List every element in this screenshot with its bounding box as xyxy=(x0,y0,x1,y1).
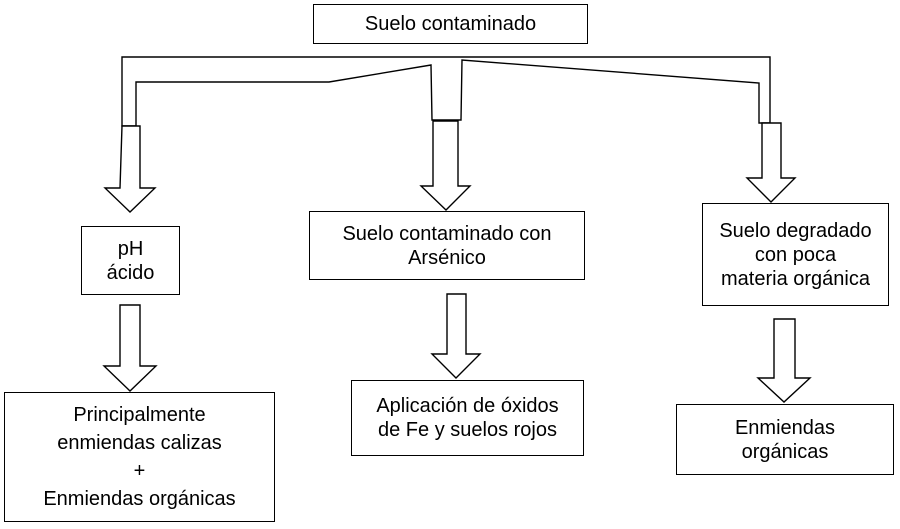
result-calizas-line3: + xyxy=(133,460,146,482)
condition-degradado-line1: Suelo degradado xyxy=(719,219,872,242)
result-oxidos-line2: de Fe y suelos rojos xyxy=(378,419,557,441)
arrow-to-enmiendas-calizas xyxy=(102,304,158,392)
condition-node-arsenico: Suelo contaminado con Arsénico xyxy=(309,211,585,280)
result-oxidos-line1: Aplicación de óxidos xyxy=(376,395,559,417)
result-node-enmiendas-calizas: Principalmente enmiendas calizas + Enmie… xyxy=(4,392,275,522)
condition-node-degradado: Suelo degradado con poca materia orgánic… xyxy=(702,203,889,306)
arrow-to-enmiendas-organicas xyxy=(756,318,812,403)
result-calizas-line4: Enmiendas orgánicas xyxy=(43,488,236,510)
arrow-to-degradado xyxy=(745,122,797,203)
condition-ph-line2: ácido xyxy=(106,261,155,284)
arrow-to-arsenico xyxy=(419,120,472,211)
branch-connector xyxy=(121,56,771,127)
result-calizas-line1: Principalmente xyxy=(73,404,206,426)
arrow-to-oxidos-fe xyxy=(430,293,482,379)
result-organicas-line2: orgánicas xyxy=(741,440,829,463)
result-node-enmiendas-organicas: Enmiendas orgánicas xyxy=(676,404,894,475)
condition-degradado-line2: con poca xyxy=(754,243,837,266)
root-node-label: Suelo contaminado xyxy=(364,13,537,35)
result-organicas-line1: Enmiendas xyxy=(734,416,836,439)
result-node-oxidos-fe: Aplicación de óxidos de Fe y suelos rojo… xyxy=(351,380,584,456)
condition-node-ph-acido: pH ácido xyxy=(81,226,180,295)
condition-ph-line1: pH xyxy=(117,237,144,260)
condition-arsenico-line1: Suelo contaminado con xyxy=(342,222,552,245)
result-calizas-line2: enmiendas calizas xyxy=(57,432,222,454)
condition-arsenico-line2: Arsénico xyxy=(408,246,486,269)
root-node: Suelo contaminado xyxy=(313,4,588,44)
condition-degradado-line3: materia orgánica xyxy=(721,267,870,290)
arrow-to-ph-acido xyxy=(103,125,157,213)
